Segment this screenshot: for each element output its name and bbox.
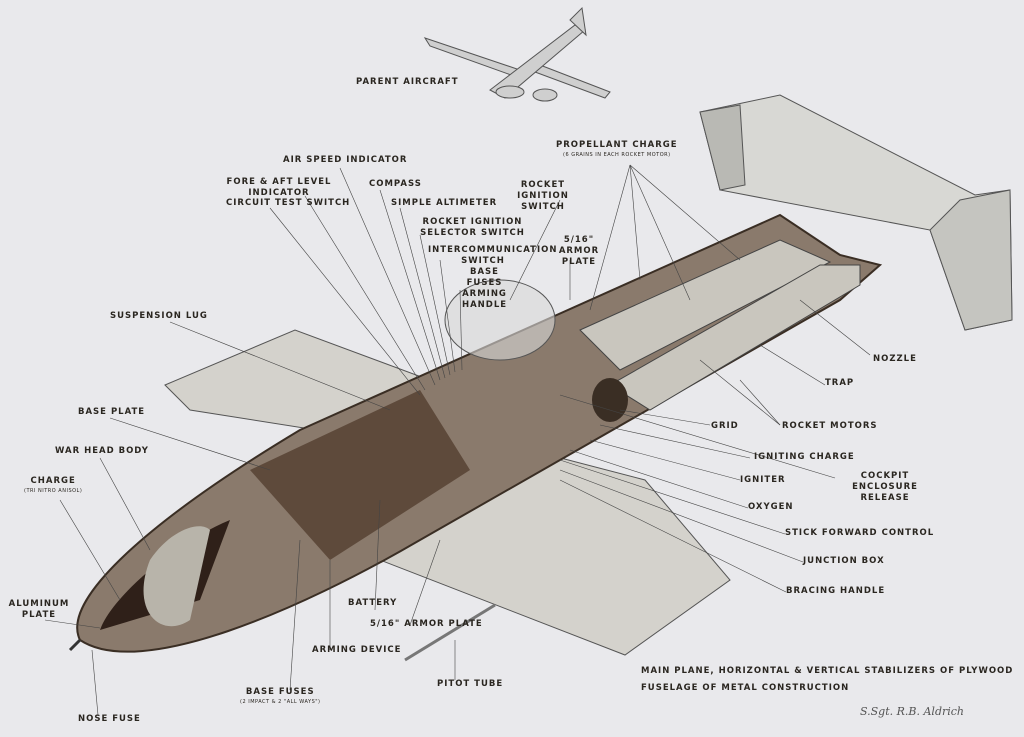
label-pitot-tube: PITOT TUBE	[437, 679, 504, 689]
label-oxygen: OXYGEN	[748, 502, 794, 512]
label-armor-plate-lower: 5/16" ARMOR PLATE	[370, 619, 483, 629]
label-armor-plate-upper: 5/16" ARMOR PLATE	[558, 235, 600, 267]
label-arming-device: ARMING DEVICE	[312, 645, 402, 655]
label-parent-aircraft: PARENT AIRCRAFT	[356, 77, 459, 87]
label-note: (TRI NITRO ANISOL)	[24, 488, 83, 494]
label-rocket-ignition-switch: ROCKET IGNITION SWITCH	[517, 180, 569, 212]
label-note: (6 GRAINS IN EACH ROCKET MOTOR)	[563, 152, 671, 158]
label-nose-fuse: NOSE FUSE	[78, 714, 141, 724]
leader-lines	[44, 164, 871, 716]
construction-note-line1: MAIN PLANE, HORIZONTAL & VERTICAL STABIL…	[641, 666, 1014, 676]
label-text: PROPELLANT CHARGE	[556, 140, 678, 150]
label-circuit-test-switch: CIRCUIT TEST SWITCH	[226, 198, 351, 208]
label-rocket-ignition-selector-switch: ROCKET IGNITION SELECTOR SWITCH	[420, 217, 525, 238]
label-simple-altimeter: SIMPLE ALTIMETER	[391, 198, 498, 208]
label-compass: COMPASS	[369, 179, 422, 189]
label-base-plate: BASE PLATE	[78, 407, 146, 417]
label-cockpit-enclosure-release: COCKPIT ENCLOSURE RELEASE	[852, 471, 918, 503]
tail-stabilizer	[699, 94, 1013, 331]
label-fore-aft-level-indicator: FORE & AFT LEVEL INDICATOR	[226, 177, 332, 198]
label-battery: BATTERY	[348, 598, 398, 608]
label-base-fuses: BASE FUSES (2 IMPACT & 2 "ALL WAYS")	[240, 687, 321, 706]
label-igniting-charge: IGNITING CHARGE	[754, 452, 855, 462]
label-text: BASE FUSES	[245, 687, 315, 697]
label-charge: CHARGE (TRI NITRO ANISOL)	[24, 476, 82, 495]
label-propellant-charge: PROPELLANT CHARGE (6 GRAINS IN EACH ROCKE…	[556, 140, 678, 159]
label-trap: TRAP	[825, 378, 855, 388]
label-junction-box: JUNCTION BOX	[803, 556, 885, 566]
construction-note-line2: FUSELAGE OF METAL CONSTRUCTION	[641, 683, 850, 693]
label-stick-forward-control: STICK FORWARD CONTROL	[785, 528, 935, 538]
label-aluminum-plate: ALUMINUM PLATE	[8, 599, 70, 620]
label-rocket-motors: ROCKET MOTORS	[782, 421, 878, 431]
label-note: (2 IMPACT & 2 "ALL WAYS")	[240, 699, 321, 705]
label-grid: GRID	[711, 421, 739, 431]
label-text: CHARGE	[30, 476, 76, 486]
label-suspension-lug: SUSPENSION LUG	[110, 311, 208, 321]
label-intercommunication-switch: INTERCOMMUNICATION SWITCH	[428, 245, 558, 266]
fuselage	[68, 213, 883, 662]
label-air-speed-indicator: AIR SPEED INDICATOR	[283, 155, 408, 165]
artist-signature: S.Sgt. R.B. Aldrich	[860, 705, 965, 718]
label-war-head-body: WAR HEAD BODY	[55, 446, 149, 456]
label-base-fuses-arming-handle: BASE FUSES ARMING HANDLE	[461, 267, 508, 310]
label-nozzle: NOZZLE	[873, 354, 917, 364]
label-bracing-handle: BRACING HANDLE	[786, 586, 886, 596]
parent-aircraft	[423, 6, 611, 102]
label-igniter: IGNITER	[740, 475, 786, 485]
